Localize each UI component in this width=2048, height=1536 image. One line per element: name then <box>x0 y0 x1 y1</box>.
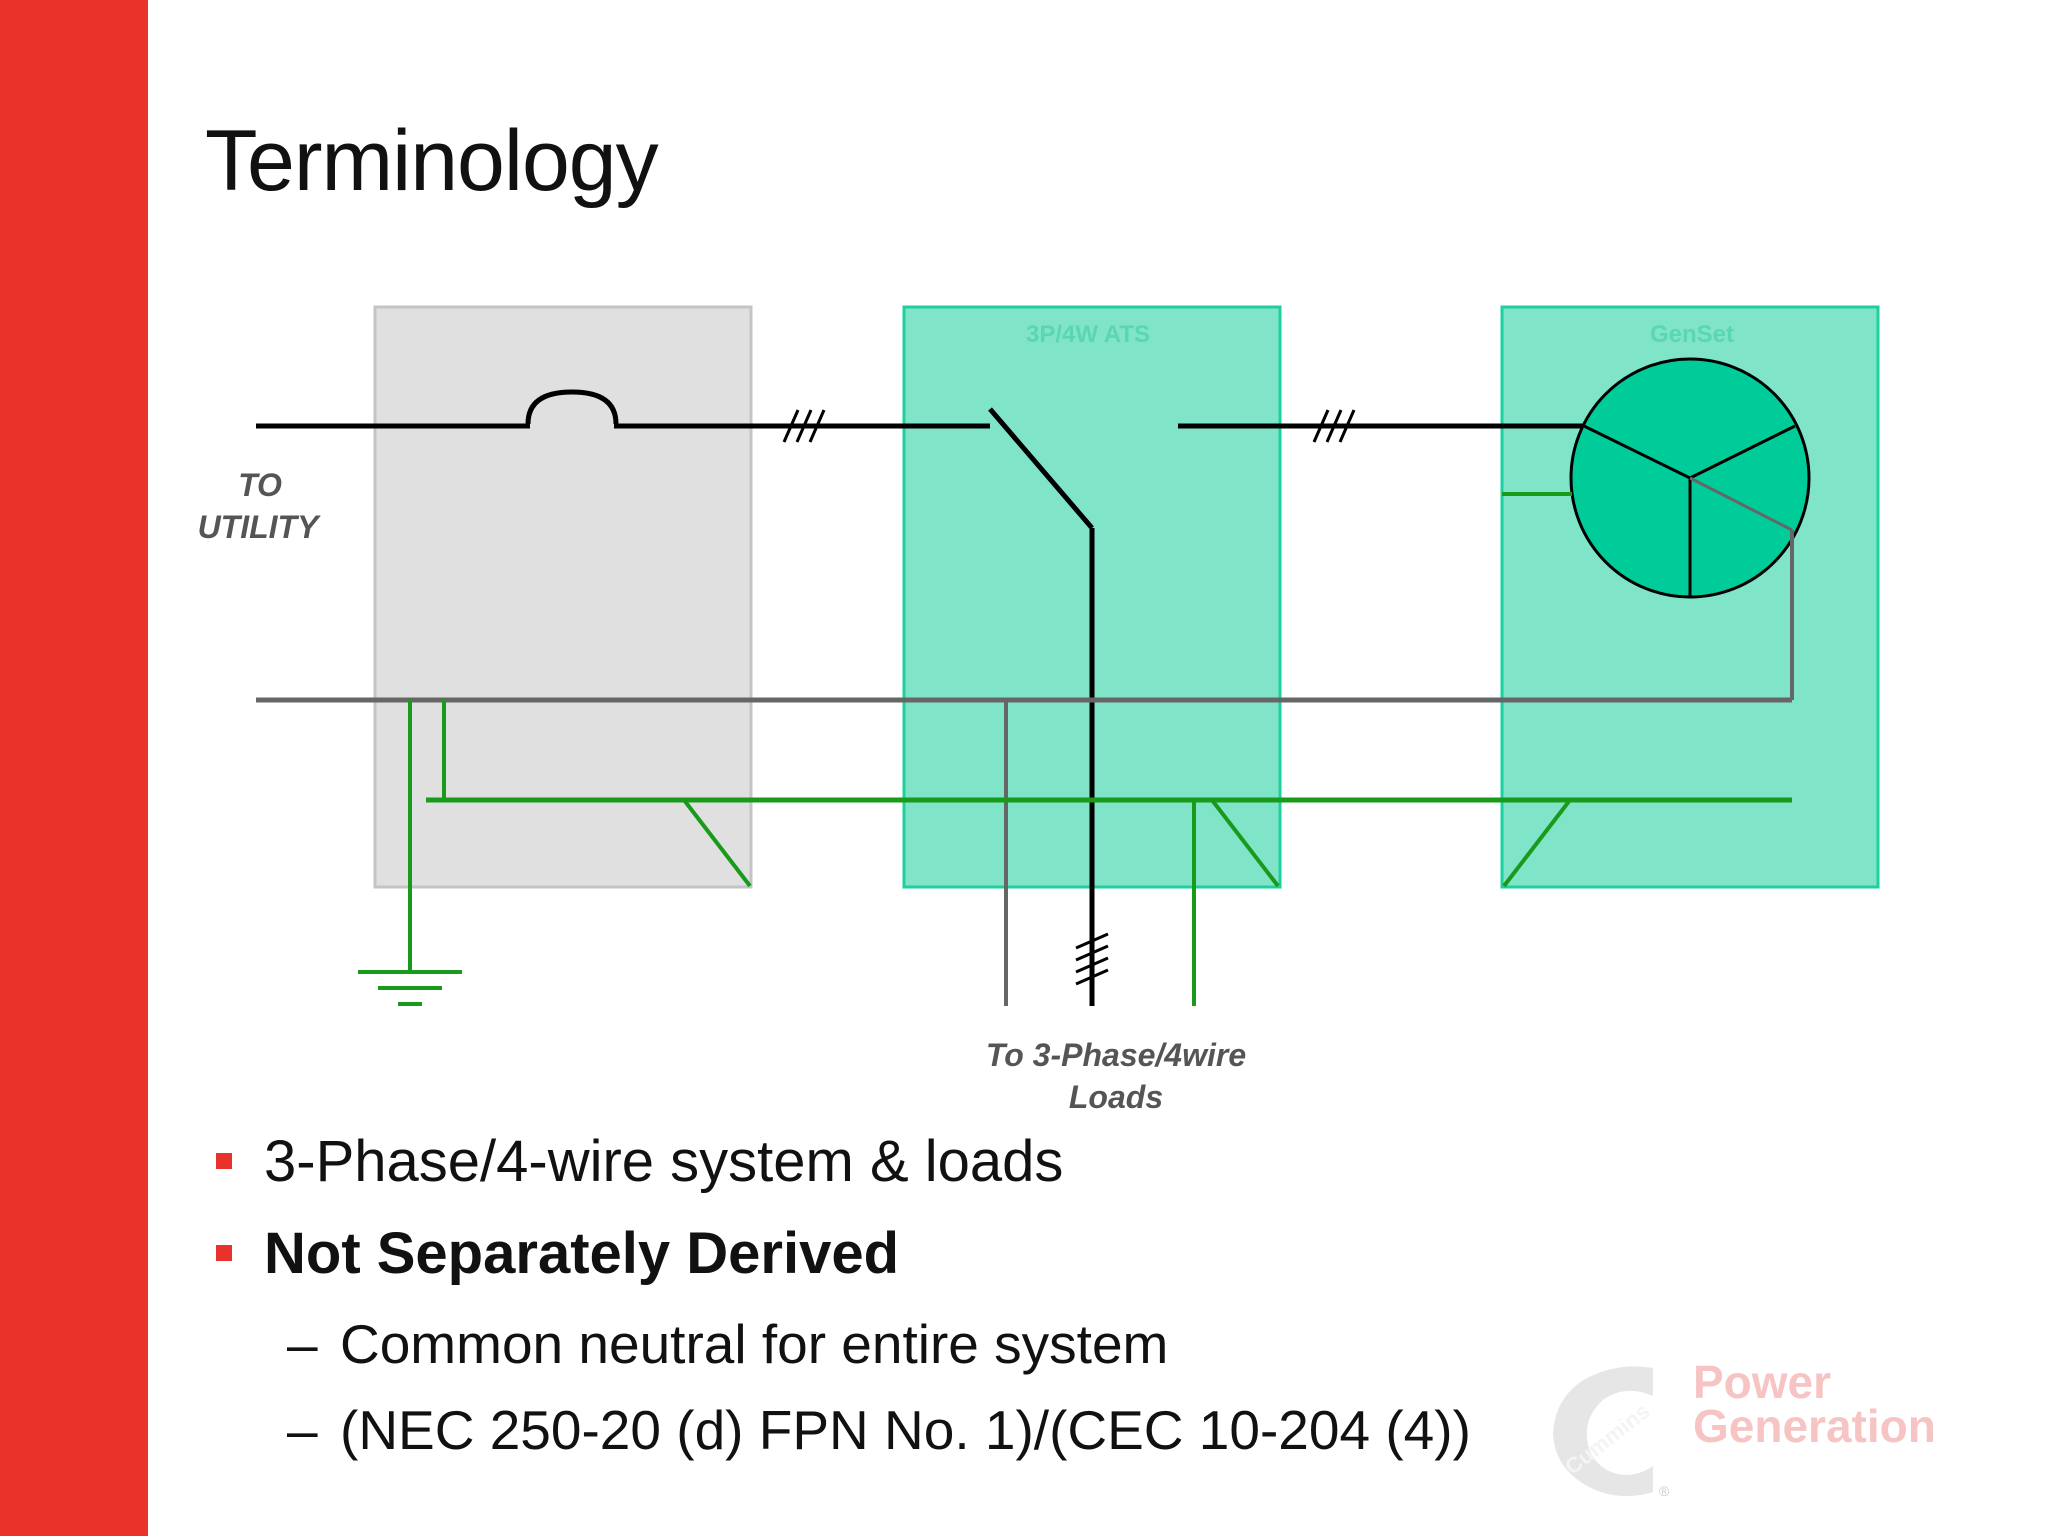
panel-ground-strap <box>682 798 752 888</box>
sub-bullet-item: – Common neutral for entire system <box>212 1309 1612 1395</box>
loads-label-line1: To 3-Phase/4wire <box>986 1037 1246 1073</box>
left-accent-bar <box>0 0 148 1536</box>
three-wire-hash-2 <box>1312 409 1356 443</box>
bullet-item: Not Separately Derived <box>212 1217 1612 1309</box>
bullet-item: 3-Phase/4-wire system & loads <box>212 1125 1612 1217</box>
utility-service-panel <box>373 305 753 889</box>
generator-neutral-lead <box>1689 476 1793 532</box>
sub-bullet-dash: – <box>287 1313 318 1375</box>
to-utility-label-line2: UTILITY <box>198 509 322 545</box>
genset-ground-strap <box>1502 798 1572 888</box>
cummins-logo-icon: Cummins ® <box>1553 1366 1670 1499</box>
cummins-power-generation-logo: Cummins ® Power Generation <box>1525 1356 2005 1500</box>
loads-label-line2: Loads <box>1069 1079 1163 1115</box>
ats-ground-strap <box>1210 798 1280 888</box>
bullet-list: 3-Phase/4-wire system & loads Not Separa… <box>212 1125 1612 1481</box>
genset-label: GenSet <box>1650 321 1734 348</box>
sub-bullet-text: (NEC 250-20 (d) FPN No. 1)/(CEC 10-204 (… <box>340 1399 1471 1461</box>
three-wire-hash-1 <box>782 409 826 443</box>
brand-line-2: Generation <box>1693 1400 1936 1452</box>
breaker-symbol <box>525 389 619 425</box>
ats-label: 3P/4W ATS <box>1026 321 1150 348</box>
bullet-square-icon <box>216 1153 232 1169</box>
slide-title: Terminology <box>205 113 659 209</box>
wiring-diagram: 3P/4W ATS GenSet <box>198 305 1880 1115</box>
sub-bullet-text: Common neutral for entire system <box>340 1313 1169 1375</box>
load-hash-marks <box>1075 932 1109 986</box>
to-utility-label-line1: TO <box>238 467 282 503</box>
bullet-text: 3-Phase/4-wire system & loads <box>264 1129 1064 1194</box>
svg-text:®: ® <box>1659 1483 1670 1499</box>
generator-windings <box>1583 424 1796 597</box>
bullet-square-icon <box>216 1245 232 1261</box>
brand-line-1: Power <box>1693 1356 1832 1408</box>
bullet-text: Not Separately Derived <box>264 1221 900 1286</box>
earth-ground-icon <box>358 970 462 1006</box>
sub-bullet-item: – (NEC 250-20 (d) FPN No. 1)/(CEC 10-204… <box>212 1395 1612 1481</box>
sub-bullet-dash: – <box>287 1399 318 1461</box>
ats-switch-blade <box>988 407 1094 530</box>
power-generation-wordmark: Power Generation <box>1693 1356 1936 1452</box>
